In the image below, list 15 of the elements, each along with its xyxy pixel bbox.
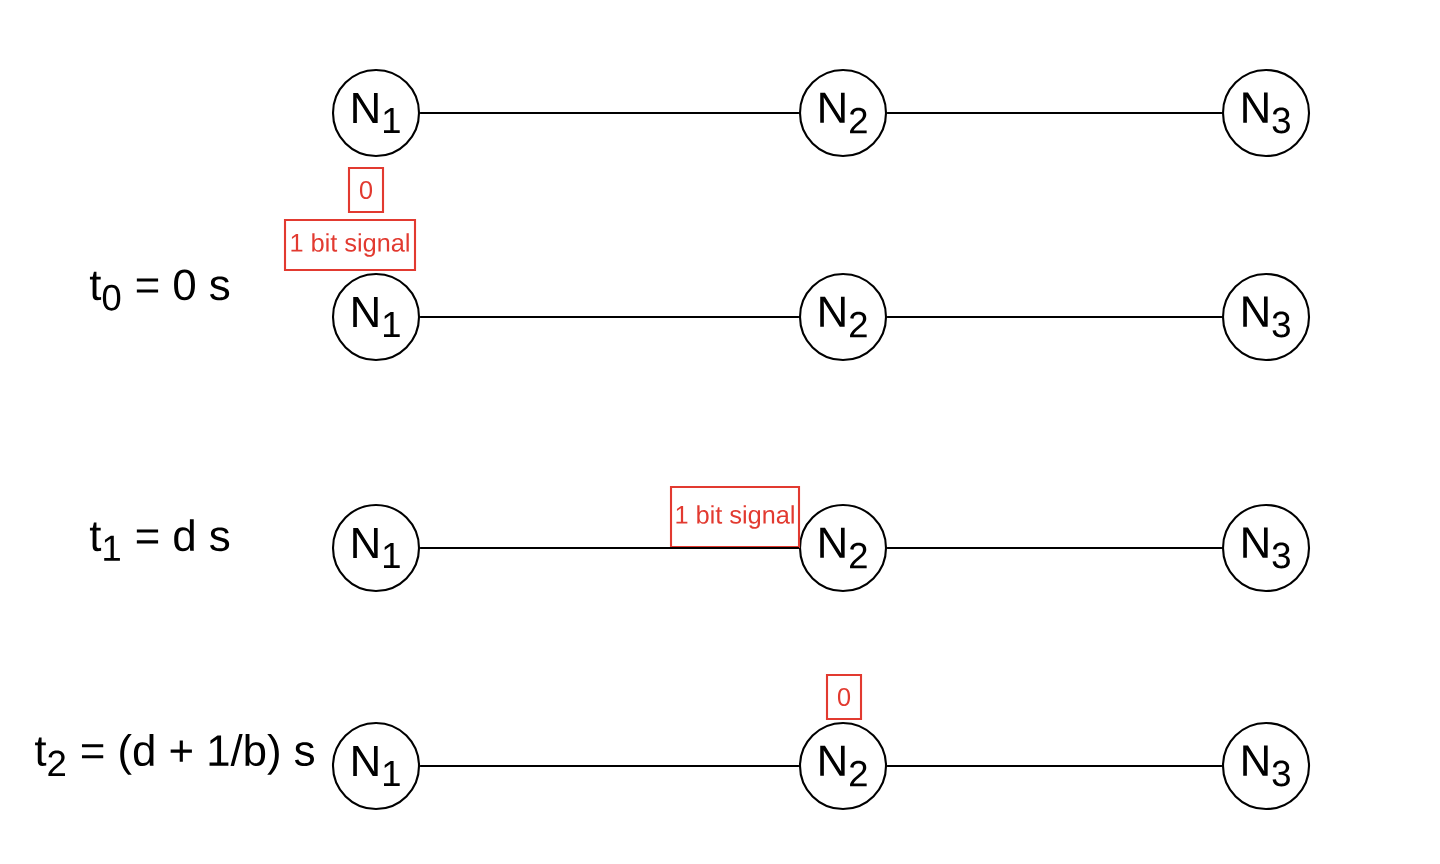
time-label: t$_{1}$ = d s (89, 519, 230, 561)
time-label: t$_{2}$ = (d + 1/b) s (35, 734, 314, 777)
signal-box: 0 (825, 673, 863, 721)
connecting-line (420, 546, 799, 550)
connecting-line (887, 111, 1222, 115)
signal-box: 0 (347, 166, 385, 214)
time-label: t$_{0}$ = 0 s (89, 269, 230, 311)
connecting-line (420, 111, 799, 115)
connecting-line (420, 764, 799, 768)
signal-box: 1 bit signal (283, 218, 417, 272)
signal-box: 1 bit signal (669, 485, 801, 549)
connecting-line (887, 315, 1222, 319)
connecting-line (420, 315, 799, 319)
connecting-line (887, 764, 1222, 768)
connecting-line (887, 546, 1222, 550)
